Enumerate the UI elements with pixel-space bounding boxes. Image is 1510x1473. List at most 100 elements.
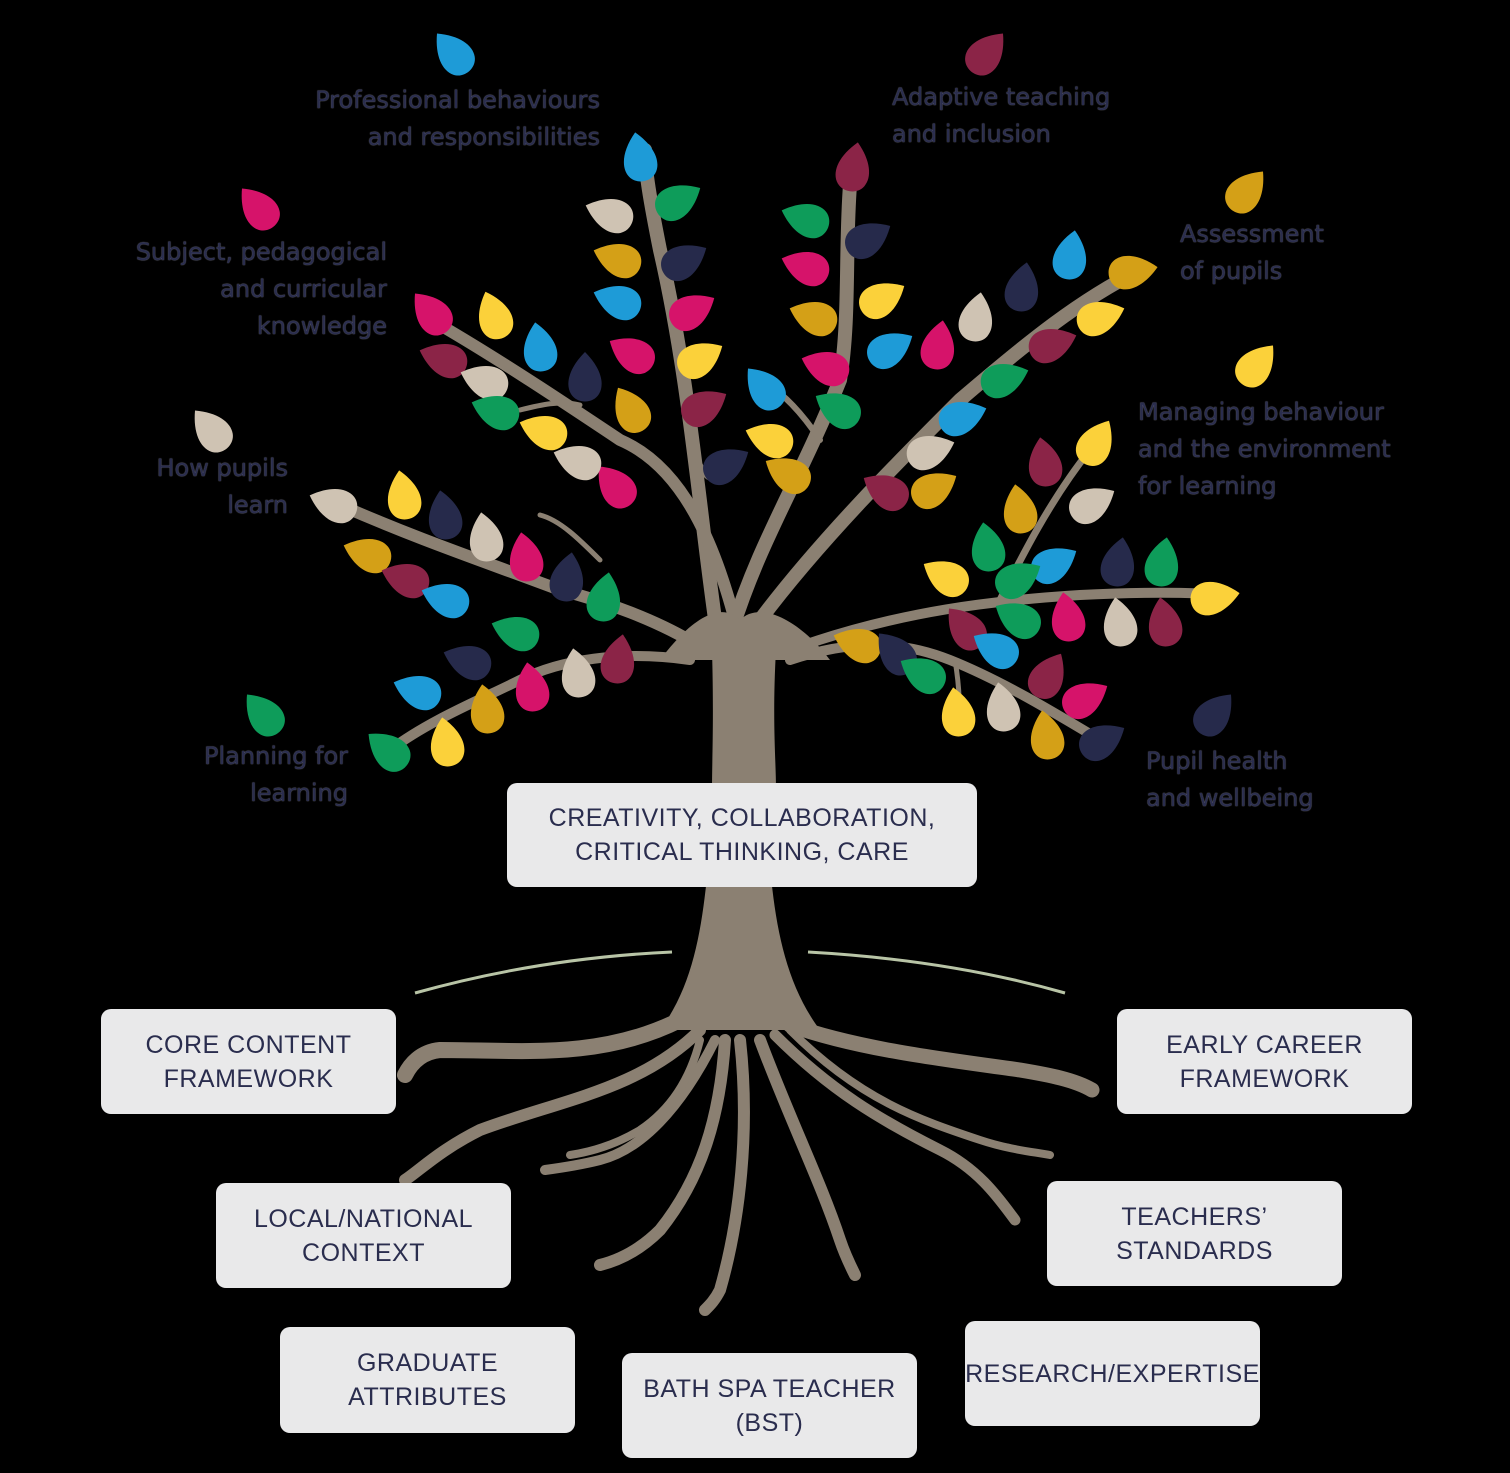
leaf-21	[598, 466, 637, 509]
leaf-1	[436, 33, 475, 76]
root-5	[699, 1034, 750, 1316]
leaf-53	[863, 475, 909, 512]
leaf-76	[1190, 581, 1240, 616]
leaf-68	[1069, 488, 1115, 525]
leaf-49	[1028, 329, 1077, 364]
leaf-78	[1148, 597, 1183, 647]
root-7	[769, 1029, 1021, 1226]
leaf-89	[833, 629, 882, 664]
leaf-15	[669, 295, 715, 332]
trunk-upper	[712, 650, 776, 790]
leaf-55	[309, 489, 358, 524]
values-box: CREATIVITY, COLLABORATION,CRITICAL THINK…	[507, 783, 977, 887]
leaf-95	[986, 682, 1021, 732]
leaf-11	[655, 185, 701, 222]
leaf-7	[246, 694, 285, 737]
ground-lines	[414, 950, 1066, 995]
root-4	[594, 1034, 731, 1271]
leaf-19	[681, 391, 727, 428]
root-box-teachers-standards: TEACHERS’STANDARDS	[1047, 1181, 1342, 1286]
leaf-33	[765, 458, 811, 495]
leaf-42	[553, 446, 602, 481]
leaf-36	[479, 291, 514, 340]
leaf-58	[428, 490, 463, 540]
branch-6	[785, 587, 1235, 655]
leaf-47	[920, 320, 955, 370]
leaf-14	[593, 286, 642, 321]
leaf-44	[1052, 230, 1087, 280]
leaf-45	[1004, 262, 1039, 312]
leaf-83	[368, 733, 411, 772]
leaf-28	[867, 333, 913, 370]
leaf-91	[900, 658, 946, 695]
leaf-69	[1003, 484, 1038, 534]
leaf-9	[623, 132, 658, 182]
root-box-research: RESEARCH/EXPERTISE	[965, 1321, 1260, 1426]
leaf-75	[1144, 537, 1179, 587]
leaf-18	[615, 387, 652, 433]
leaf-54	[911, 473, 957, 510]
leaf-86	[515, 662, 550, 712]
leaf-88	[600, 634, 635, 684]
leaf-25	[781, 252, 830, 287]
leaf-41	[519, 416, 568, 451]
leaf-74	[1100, 537, 1135, 587]
root-3	[540, 1035, 720, 1175]
leaf-87	[561, 648, 596, 698]
trunk-lower	[660, 886, 820, 1030]
leaf-71	[1031, 548, 1077, 585]
leaf-99	[1079, 725, 1125, 762]
leaf-30	[815, 393, 861, 430]
leaf-37	[460, 366, 509, 401]
leaf-12	[593, 244, 642, 279]
branch-12	[517, 400, 583, 413]
leaf-63	[549, 552, 584, 602]
leaf-23	[781, 204, 830, 239]
leaf-65	[491, 617, 540, 652]
root-8	[782, 1017, 1100, 1098]
leaf-20	[703, 449, 749, 486]
leaf-22	[835, 142, 870, 192]
root-9	[786, 1026, 1054, 1159]
leaf-24	[845, 223, 891, 260]
leaf-84	[430, 717, 465, 767]
leaf-35	[419, 344, 468, 379]
leaf-16	[609, 338, 655, 375]
leaf-66	[1075, 420, 1112, 466]
leaf-38	[523, 322, 558, 372]
leaf-17	[677, 343, 723, 380]
leaf-32	[745, 424, 794, 459]
leaf-51	[938, 402, 987, 437]
leaf-82	[393, 676, 442, 711]
leaf-93	[973, 633, 1019, 670]
leaf-6	[194, 410, 233, 453]
leaf-67	[1028, 437, 1063, 487]
leaf-97	[1062, 683, 1108, 720]
root-1	[397, 1012, 688, 1083]
leaf-48	[1076, 302, 1125, 337]
leaf-79	[1051, 592, 1086, 642]
leaf-5	[1235, 345, 1274, 388]
root-10	[566, 1036, 704, 1159]
leaf-73	[995, 563, 1041, 600]
leaf-8	[1193, 694, 1232, 737]
leaf-56	[387, 470, 422, 520]
leaf-62	[509, 532, 544, 582]
leaf-96	[1027, 653, 1064, 699]
leaf-3	[241, 188, 280, 231]
leaf-13	[661, 245, 707, 282]
leaf-2	[965, 33, 1004, 76]
leaf-43	[1108, 255, 1158, 290]
leaf-27	[789, 302, 838, 337]
leaf-98	[1030, 710, 1065, 760]
leaf-81	[443, 646, 492, 681]
